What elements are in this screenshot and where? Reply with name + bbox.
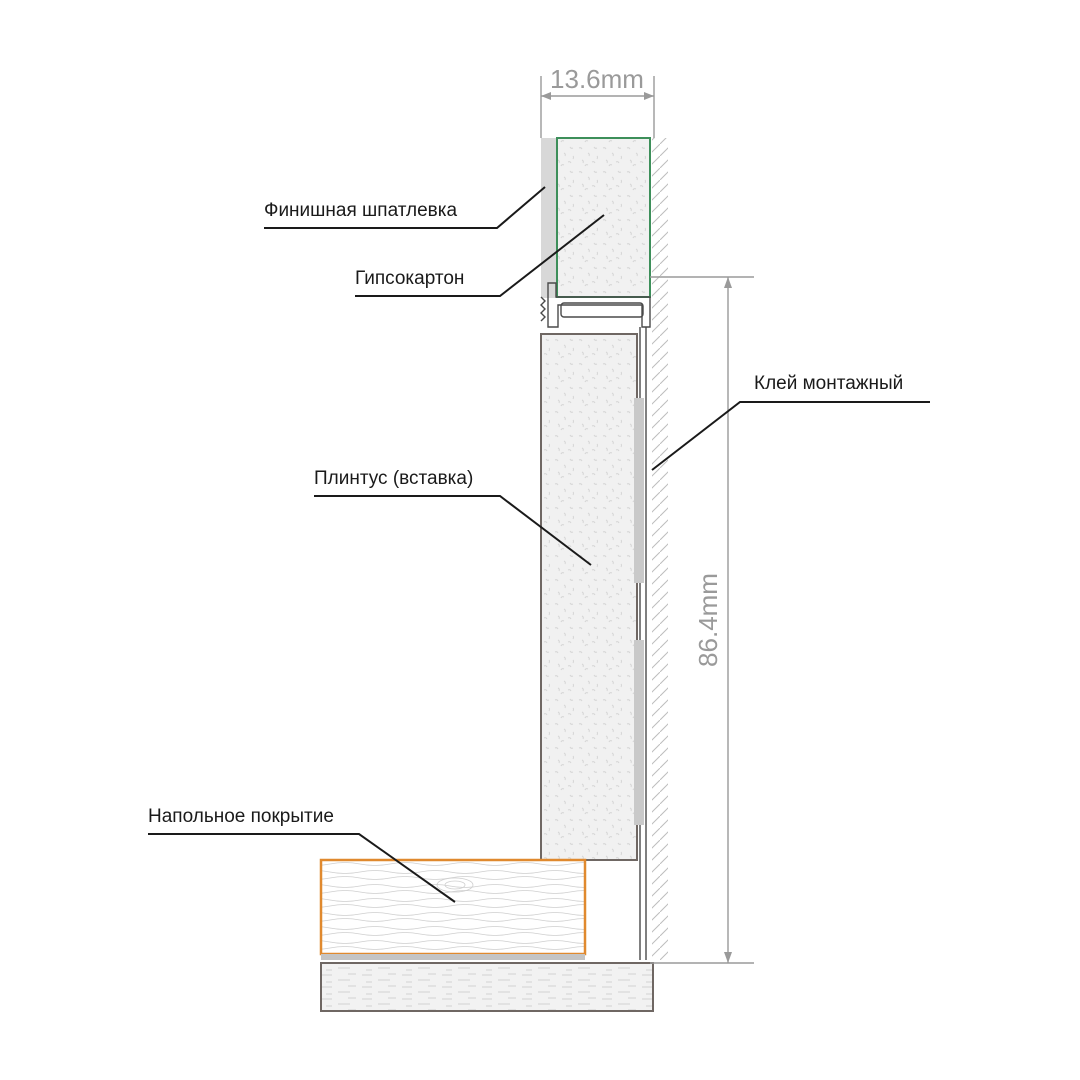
height-dimension: 86.4mm [650,276,754,964]
floor-underlay [321,954,585,960]
width-dimension-value: 13.6mm [550,64,644,94]
width-dimension: 13.6mm [540,64,655,138]
height-dimension-value: 86.4mm [693,573,723,667]
wood-knot [436,877,474,893]
label-floor-covering: Напольное покрытие [148,806,334,827]
floor-covering [319,858,587,956]
glue-strip-upper [634,398,644,583]
glue-strip-lower [634,640,644,825]
callout-plinth-insert: Плинтус (вставка) [314,468,592,566]
drywall-board [556,137,651,298]
callout-drywall: Гипсокартон [355,214,605,297]
label-finish-putty: Финишная шпатлевка [264,200,457,221]
subfloor-slab [320,962,654,1012]
label-mounting-glue: Клей монтажный [754,373,903,394]
finish-putty-layer [541,138,556,298]
label-plinth-insert: Плинтус (вставка) [314,468,473,489]
callout-mounting-glue: Клей монтажный [651,373,930,471]
label-drywall: Гипсокартон [355,268,464,289]
plinth-insert [540,333,638,861]
callout-finish-putty: Финишная шпатлевка [264,186,546,229]
callout-floor-covering: Напольное покрытие [148,806,456,903]
wall-hatching [652,138,668,960]
